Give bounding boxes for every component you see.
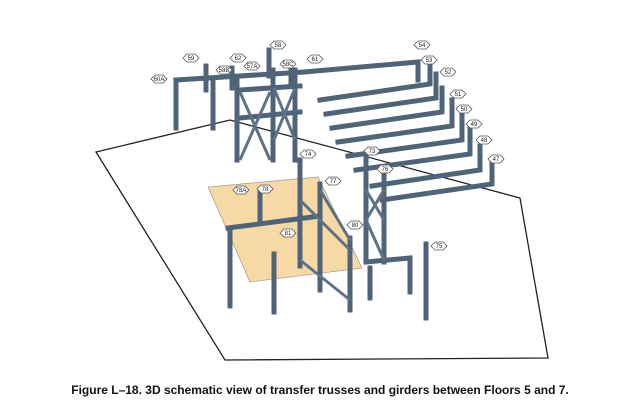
svg-text:61: 61 <box>312 57 319 63</box>
label-54: 54 <box>413 40 431 50</box>
svg-text:51: 51 <box>455 92 462 98</box>
label-60a: 60A <box>150 74 168 84</box>
figure-caption: Figure L–18. 3D schematic view of transf… <box>71 383 569 397</box>
label-76: 76 <box>376 164 394 174</box>
label-78: 78 <box>256 184 274 194</box>
label-74: 74 <box>299 149 317 159</box>
svg-text:59: 59 <box>188 56 195 62</box>
svg-text:48: 48 <box>481 138 488 144</box>
svg-text:80: 80 <box>352 223 359 229</box>
svg-text:60A: 60A <box>154 77 165 83</box>
label-58c: 58C <box>279 59 297 69</box>
upper-frame <box>173 47 421 163</box>
label-49: 49 <box>465 119 483 129</box>
label-77: 77 <box>324 176 342 186</box>
svg-text:58C: 58C <box>282 62 294 68</box>
svg-text:47: 47 <box>493 157 500 163</box>
label-78a: 78A <box>232 185 250 195</box>
svg-text:73: 73 <box>369 149 376 155</box>
column-labels: 59 58B 62 57A 58 58C 61 60A 54 53 52 51 … <box>150 40 505 251</box>
svg-text:78: 78 <box>262 187 269 193</box>
svg-text:77: 77 <box>330 179 337 185</box>
label-58: 58 <box>269 40 287 50</box>
label-80: 80 <box>346 220 364 230</box>
label-59: 59 <box>182 53 200 63</box>
label-53: 53 <box>420 55 438 65</box>
svg-text:53: 53 <box>426 58 433 64</box>
label-58b: 58B <box>215 65 233 75</box>
svg-text:57A: 57A <box>247 64 258 70</box>
svg-text:49: 49 <box>471 122 478 128</box>
label-81: 81 <box>279 228 297 238</box>
svg-text:78A: 78A <box>236 188 247 194</box>
label-47: 47 <box>487 154 505 164</box>
label-52: 52 <box>439 67 457 77</box>
svg-text:50: 50 <box>461 107 468 113</box>
floor-outline <box>94 119 549 361</box>
svg-text:75: 75 <box>436 244 443 250</box>
svg-text:58: 58 <box>275 43 282 49</box>
label-57a: 57A <box>243 61 261 71</box>
svg-text:58B: 58B <box>219 68 230 74</box>
svg-text:52: 52 <box>445 70 452 76</box>
svg-text:76: 76 <box>382 167 389 173</box>
svg-text:62: 62 <box>235 56 242 62</box>
cantilever-girders <box>317 57 495 203</box>
label-50: 50 <box>455 104 473 114</box>
label-73: 73 <box>363 146 381 156</box>
svg-text:54: 54 <box>419 43 426 49</box>
svg-text:74: 74 <box>305 152 312 158</box>
label-48: 48 <box>475 135 493 145</box>
lower-frame <box>225 155 429 321</box>
label-61: 61 <box>306 54 324 64</box>
label-75: 75 <box>430 241 448 251</box>
label-62: 62 <box>229 53 247 63</box>
svg-text:81: 81 <box>285 231 292 237</box>
schematic-figure: 59 58B 62 57A 58 58C 61 60A 54 53 52 51 … <box>94 40 549 361</box>
label-51: 51 <box>449 89 467 99</box>
